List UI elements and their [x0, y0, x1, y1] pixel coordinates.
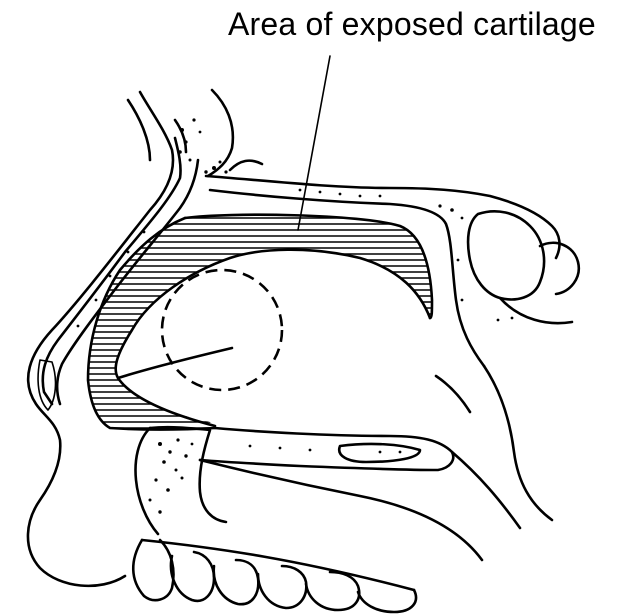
tooth-5	[306, 572, 359, 610]
tooth-4	[258, 566, 306, 608]
premaxilla-outline	[150, 427, 226, 522]
nose-external-outline	[28, 92, 173, 586]
gum-line	[142, 540, 414, 590]
forehead-line	[128, 100, 150, 160]
uvula-line	[452, 452, 520, 528]
clivus-line	[500, 298, 572, 323]
oral-cavity-roof	[200, 460, 482, 560]
tooth-1	[133, 540, 173, 600]
nasal-bone-inner	[57, 160, 198, 404]
flap-fold-line	[118, 348, 232, 378]
tooth-3	[214, 560, 259, 604]
alar-cartilage	[38, 360, 55, 410]
exposed-cartilage-hatching	[80, 212, 440, 428]
dashed-circle-marker	[162, 270, 282, 390]
sphenoid-sinus	[468, 211, 544, 299]
callout-leader-line	[298, 56, 330, 230]
tooth-6	[358, 590, 416, 612]
nasopharynx-wall	[484, 366, 552, 520]
nasal-roof-outer	[206, 176, 559, 258]
cribriform-detail	[230, 161, 262, 170]
upper-lip-inner	[136, 428, 158, 534]
tooth-2	[171, 552, 214, 601]
soft-palate-edge	[436, 376, 470, 412]
